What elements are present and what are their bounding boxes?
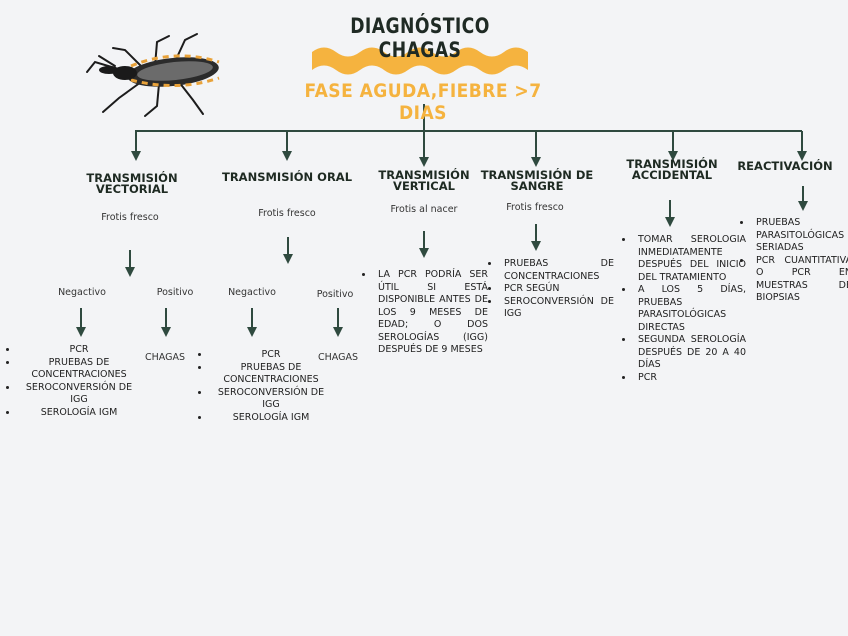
list-item: LA PCR PODRÍA SER ÚTIL SI ESTÁ DISPONIBL… xyxy=(374,269,488,357)
list-item: PRUEBAS PARASITOLÓGICAS SERIADAS xyxy=(752,217,848,255)
list-reactivacion: PRUEBAS PARASITOLÓGICAS SERIADAS PCR CUA… xyxy=(740,217,848,305)
list-item: SEROCONVERSIÓN DE IGG xyxy=(500,296,614,321)
sample-sangre: Frotis fresco xyxy=(506,202,564,213)
list-item: PCR xyxy=(210,349,328,362)
list-item: SEROCONVERSIÓN DE IGG xyxy=(18,382,136,407)
heading-accidental: TRANSMISIÓN ACCIDENTAL xyxy=(626,157,718,182)
list-item: SEROCONVERSIÓN DE IGG xyxy=(210,387,328,412)
list-vertical: LA PCR PODRÍA SER ÚTIL SI ESTÁ DISPONIBL… xyxy=(362,269,488,357)
positive-label-vectorial: Positivo xyxy=(156,287,194,298)
negative-list-oral: PCR PRUEBAS DE CONCENTRACIONES SEROCONVE… xyxy=(198,349,328,424)
negative-label-vectorial: Negactivo xyxy=(58,287,106,298)
list-accidental: TOMAR SEROLOGIA INMEDIATAMENTE DESPUÉS D… xyxy=(622,234,746,384)
heading-vertical: TRANSMISIÓN VERTICAL xyxy=(378,168,470,193)
list-item: PCR xyxy=(634,372,746,385)
heading-vectorial: TRANSMISIÓN VECTORIAL xyxy=(86,171,178,196)
list-item: PRUEBAS DE CONCENTRACIONES xyxy=(18,357,136,382)
list-item: A LOS 5 DÍAS, PRUEBAS PARASITOLÓGICAS DI… xyxy=(634,284,746,334)
list-item: PCR xyxy=(18,344,136,357)
list-item: PCR SEGÚN xyxy=(500,283,614,296)
list-item: PRUEBAS DE CONCENTRACIONES xyxy=(210,362,328,387)
title-wave-decoration xyxy=(312,47,528,75)
list-sangre: PRUEBAS DE CONCENTRACIONES PCR SEGÚN SER… xyxy=(488,258,614,321)
negative-list-vectorial: PCR PRUEBAS DE CONCENTRACIONES SEROCONVE… xyxy=(6,344,136,419)
kissing-bug-image xyxy=(86,33,220,117)
list-item: SEROLOGÍA IGM xyxy=(210,412,328,425)
heading-oral: TRANSMISIÓN ORAL xyxy=(221,170,353,184)
list-item: SEGUNDA SEROLOGÍA DESPUÉS DE 20 A 40 DÍA… xyxy=(634,334,746,372)
sample-oral: Frotis fresco xyxy=(258,208,316,219)
positive-result-oral: CHAGAS xyxy=(318,352,358,363)
list-item: PRUEBAS DE CONCENTRACIONES xyxy=(500,258,614,283)
positive-result-vectorial: CHAGAS xyxy=(145,352,185,363)
sample-vertical: Frotis al nacer xyxy=(390,204,458,215)
heading-sangre: TRANSMISIÓN DE SANGRE xyxy=(480,168,594,193)
negative-label-oral: Negactivo xyxy=(228,287,276,298)
list-item: PCR CUANTITATIVA O PCR EN MUESTRAS DE BI… xyxy=(752,255,848,305)
heading-reactivacion: REACTIVACIÓN xyxy=(737,159,833,173)
sample-vectorial: Frotis fresco xyxy=(101,212,159,223)
list-item: SEROLOGÍA IGM xyxy=(18,407,136,420)
positive-label-oral: Positivo xyxy=(316,289,354,300)
diagram-subtitle: FASE AGUDA,FIEBRE >7 DIAS xyxy=(304,80,542,124)
diagram-title: DIAGNÓSTICO CHAGAS xyxy=(350,14,490,62)
list-item: TOMAR SEROLOGIA INMEDIATAMENTE DESPUÉS D… xyxy=(634,234,746,284)
